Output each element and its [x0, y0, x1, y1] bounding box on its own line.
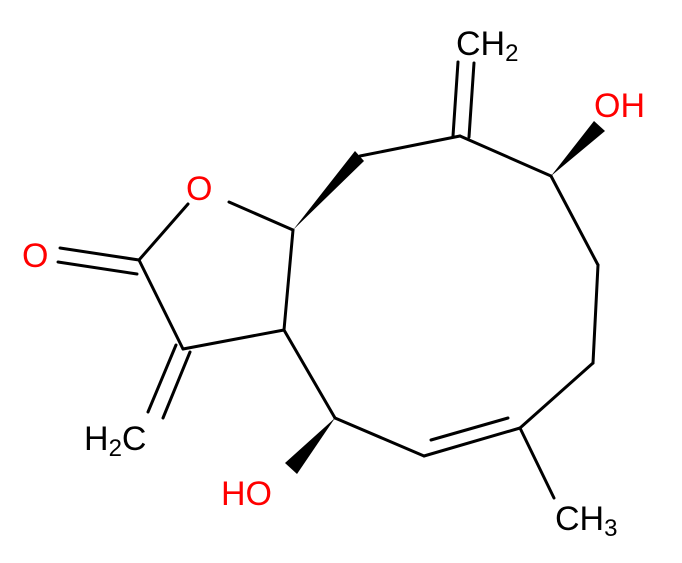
bond-methyl [518, 426, 556, 500]
bond-alkene-a [422, 426, 522, 458]
bond-alpha-junction [181, 328, 286, 351]
bond-c-top-c-oh [458, 134, 553, 178]
bond-ch2-c-methyl [518, 361, 595, 430]
bond-carbonyl-a [58, 246, 141, 262]
label-oh-top: OH [594, 87, 645, 125]
atom-label-layer: CH2 OH O O H2C HO CH3 [22, 25, 645, 542]
wedge-bond-oh-bottom [285, 418, 335, 474]
bond-o-carbonyl-c [137, 202, 190, 262]
bond-junction-junction [282, 228, 295, 332]
bond-ch2-ch2 [591, 263, 600, 365]
bond-top-methylene-b [467, 61, 476, 139]
wedge-bond-junction-top [293, 151, 364, 230]
bond-carbonyl-b [56, 260, 139, 276]
bond-ch-c-oh-bottom [333, 416, 426, 458]
label-ring-oxygen: O [186, 170, 212, 208]
label-carbonyl-oxygen: O [22, 237, 48, 275]
bond-alkene-b [429, 416, 510, 442]
label-ch2-top: CH2 [456, 25, 518, 67]
label-oh-bottom: HO [221, 475, 272, 513]
bond-junction-o [227, 200, 295, 232]
label-h2c-left: H2C [84, 420, 146, 462]
bond-top-methylene-a [451, 60, 460, 138]
bond-alpha-methylene-a [146, 343, 178, 414]
bond-c-oh-bottom-junction [282, 328, 337, 420]
bond-carbonyl-c-alpha [137, 258, 185, 351]
bond-alpha-methylene-b [161, 350, 192, 420]
bond-layer [56, 60, 605, 500]
bond-c-oh-ch2 [549, 174, 600, 267]
label-ch3: CH3 [555, 500, 617, 542]
wedge-bond-oh-top [551, 121, 605, 176]
bond-c-top-c-left [358, 134, 462, 158]
